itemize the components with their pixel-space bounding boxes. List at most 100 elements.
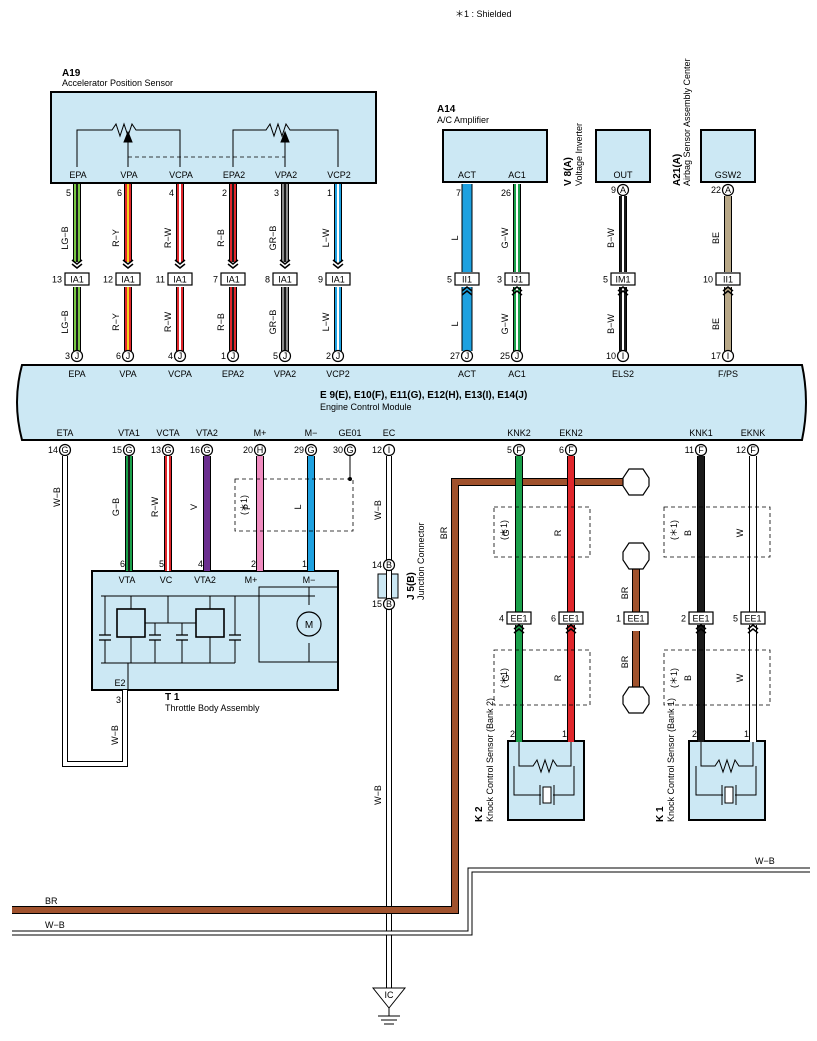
a14-num-1: 26 <box>501 188 511 198</box>
ecm-bottom-pin-3: VTA2 <box>196 428 218 438</box>
fps-src-num: 22 <box>711 185 721 195</box>
ecm-ids: E 9(E), E10(F), E11(G), E12(H), E13(I), … <box>320 390 527 401</box>
ecm-top-pin-1: VPA <box>119 369 136 379</box>
ee1-knk1-label: EE1 <box>692 614 709 624</box>
ecm-bottom-num-10: 11 <box>685 445 694 455</box>
a19-chev-1-a <box>122 263 134 269</box>
ge01-dot <box>348 477 352 481</box>
motor-label: M <box>305 620 313 631</box>
ec-label: W−B <box>373 500 383 520</box>
shield-note: ＊1 : Shielded <box>455 9 512 19</box>
t1-pin-e2: E2 <box>114 678 125 688</box>
ee1-knk2-chev-b <box>513 628 525 634</box>
k1-piezo-r <box>735 766 757 796</box>
els2-conn-box <box>610 272 636 286</box>
t1-pin-0: VTA <box>119 575 136 585</box>
j5-id: J 5(B) <box>406 572 417 600</box>
ee1-knk1-chev-b <box>695 628 707 634</box>
br-label2: BR <box>45 896 58 906</box>
ecm-bottom-pin-0: ETA <box>57 428 74 438</box>
ee1-knk1-label2: B <box>683 675 693 681</box>
ij1-label: IJ1 <box>511 275 523 285</box>
ecm-bottom-conn-10-circle <box>694 443 708 457</box>
ecm-bottom-conn-1-letter: G <box>125 445 132 455</box>
ee1-knk2-box <box>506 611 532 625</box>
a19-wire2-label-5: L−W <box>321 312 331 331</box>
k2-num-1: 1 <box>562 729 567 739</box>
ia1-0-num: 13 <box>52 275 62 285</box>
ecm-bottom-pin-7: EC <box>383 428 396 438</box>
ee1-eknk-box <box>740 611 766 625</box>
ecm-top-conn-0-circle <box>70 349 84 363</box>
ecm-bottom-conn-5-circle <box>304 443 318 457</box>
ecm-top-conn-8-letter: I <box>622 351 625 361</box>
ecm-bottom-conn-0-letter: G <box>61 445 68 455</box>
k1-resistor <box>700 742 754 774</box>
a19-chev-1-b <box>122 259 134 265</box>
ecm-bottom-pin-9: EKN2 <box>559 428 583 438</box>
ground-label: IC <box>385 990 395 1000</box>
ia1-1-label: IA1 <box>121 275 135 285</box>
ee1-br-num: 1 <box>616 614 621 624</box>
ecm-bottom-num-2: 13 <box>151 445 161 455</box>
a19-num-3: 2 <box>222 188 227 198</box>
fps-src-conn-letter: A <box>725 185 731 195</box>
t1-num-0: 6 <box>120 559 125 569</box>
ecm-top-num-1: 6 <box>116 351 121 361</box>
a19-chev-4-a <box>279 263 291 269</box>
ecm-top-num-4: 5 <box>273 351 278 361</box>
t1-pin-4: M− <box>303 575 316 585</box>
k1-piezo-l <box>695 766 723 796</box>
els2-label2: B−W <box>606 314 616 334</box>
j5-top-conn-letter: B <box>386 560 392 570</box>
fps-chev-a <box>722 286 734 292</box>
ia1-1-num: 12 <box>103 275 113 285</box>
throttle-body-assembly: T 1 Throttle Body Assembly <box>91 570 339 713</box>
t1-wire-label-3: P <box>242 504 252 510</box>
k1-num-1: 1 <box>744 729 749 739</box>
a14-num-0: 7 <box>456 188 461 198</box>
ecm-top-conn-0-letter: J <box>75 351 80 361</box>
a19-wire-label-1: R−Y <box>111 229 121 247</box>
a14-pin-1: AC1 <box>508 170 526 180</box>
k2-resistor <box>518 742 572 774</box>
a19-chev-3-a <box>227 263 239 269</box>
ecm-top-num-7: 25 <box>500 351 510 361</box>
els2-src-conn-circle <box>616 183 630 197</box>
ee1-eknk-chev-a <box>747 624 759 630</box>
ecm-top-num-8: 10 <box>606 351 616 361</box>
ecm-top-conn-5-circle <box>331 349 345 363</box>
ecm-bottom-conn-11-letter: F <box>750 445 756 455</box>
ecm-top-num-0: 3 <box>65 351 70 361</box>
a19-pin-3: EPA2 <box>223 170 245 180</box>
fps-src-conn-circle <box>721 183 735 197</box>
wb-label: W−B <box>45 920 65 930</box>
wb-label2: W−B <box>755 856 775 866</box>
a19-chev-3-b <box>227 259 239 265</box>
ia1-5-label: IA1 <box>331 275 345 285</box>
ecm-top-conn-5-letter: J <box>336 351 341 361</box>
t1-pin-2: VTA2 <box>194 575 216 585</box>
ee1-knk1-num: 2 <box>681 614 686 624</box>
ac1-label: G−W <box>500 227 510 248</box>
ac1-chev-a <box>511 286 523 292</box>
ground-triangle <box>371 987 407 1009</box>
wb-wire-outline <box>12 867 810 936</box>
ia1-2-box <box>167 272 193 286</box>
wb-wire <box>12 868 810 935</box>
els2-chev-b <box>617 290 629 296</box>
a19-pin-5: VCP2 <box>327 170 351 180</box>
t1-wire-label-1: R−W <box>150 496 160 517</box>
ecm-top-num-6: 27 <box>450 351 460 361</box>
t1-name: Throttle Body Assembly <box>165 703 260 713</box>
act-label: L <box>450 235 460 240</box>
e2-label: W−B <box>110 725 120 745</box>
a19-wire-label-2: R−W <box>163 227 173 248</box>
ee1-br-box <box>623 611 649 625</box>
ecm-bottom-num-9: 6 <box>559 445 564 455</box>
ecm-top-conn-2-circle <box>173 349 187 363</box>
j5-top-conn-circle <box>382 558 396 572</box>
ecm-bottom-conn-6-letter: G <box>346 445 353 455</box>
t1-num-4: 1 <box>302 559 307 569</box>
t1-wire-label-4: L <box>293 504 303 509</box>
